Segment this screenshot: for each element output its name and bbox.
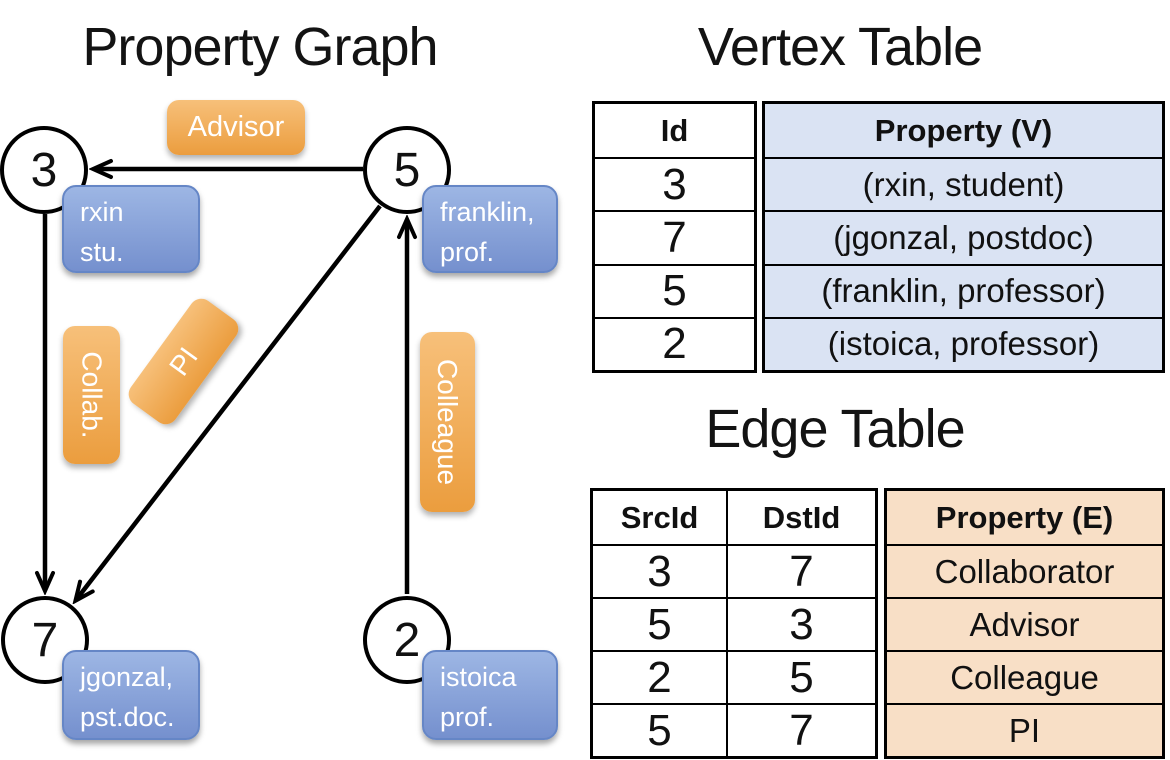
vertex-table-header-property: Property (V)	[874, 112, 1053, 148]
vertex-property-line1: rxin	[80, 197, 124, 227]
node-id-label: 2	[393, 613, 421, 667]
edge-label-text: Colleague	[432, 358, 464, 486]
edge-pi-5-to-7	[76, 204, 382, 600]
edge-table-id-columns: SrcId DstId 3 7 5 3 2 5 5 7	[590, 488, 878, 759]
vertex-property-line2: prof.	[440, 702, 495, 732]
edge-table-src-cell: 5	[593, 703, 726, 756]
edge-table-property-column: Property (E) Collaborator Advisor Collea…	[884, 488, 1165, 759]
vertex-property-line1: istoica	[440, 662, 517, 692]
vertex-table-property-column: Property (V) (rxin, student) (jgonzal, p…	[762, 101, 1165, 373]
graph-node-2: 2	[363, 596, 451, 684]
vertex-property-box-2: istoica prof.	[422, 650, 558, 740]
edge-table-header-property: Property (E)	[935, 499, 1114, 535]
vertex-property-line2: pst.doc.	[80, 702, 175, 732]
edge-label-text: PI	[162, 341, 204, 382]
edge-table-src-cell: 5	[593, 597, 726, 650]
vertex-table-property-cell: (rxin, student)	[765, 157, 1162, 210]
vertex-table-id-column: Id 3 7 5 2	[592, 101, 757, 373]
vertex-property-line2: prof.	[440, 237, 495, 267]
vertex-table-property-cell: (jgonzal, postdoc)	[765, 210, 1162, 263]
node-id-label: 5	[393, 143, 421, 197]
edge-table-property-cell: Collaborator	[887, 544, 1162, 597]
edge-label-advisor: Advisor	[167, 100, 305, 155]
edge-table-dst-cell: 7	[726, 703, 875, 756]
edge-table-dst-cell: 5	[726, 650, 875, 703]
vertex-table-id-cell: 5	[595, 263, 754, 317]
edge-table-title: Edge Table	[705, 399, 965, 459]
edge-table-property-cell: Colleague	[887, 650, 1162, 703]
edge-label-text: Advisor	[187, 111, 285, 143]
vertex-table-header-id: Id	[660, 112, 689, 148]
edge-label-collab: Collab.	[63, 326, 120, 464]
vertex-property-box-5: franklin, prof.	[422, 185, 558, 273]
vertex-property-line2: stu.	[80, 237, 124, 267]
edge-table-dst-cell: 3	[726, 597, 875, 650]
edge-table-header-dstid: DstId	[726, 491, 875, 544]
vertex-property-box-7: jgonzal, pst.doc.	[62, 650, 200, 740]
graph-node-5: 5	[363, 126, 451, 214]
edge-table-dst-cell: 7	[726, 544, 875, 597]
edge-table-property-cell: PI	[887, 703, 1162, 756]
property-graph-title: Property Graph	[82, 17, 438, 77]
vertex-table-id-cell: 7	[595, 210, 754, 263]
vertex-table-title: Vertex Table	[697, 17, 983, 77]
vertex-table-property-cell: (istoica, professor)	[765, 316, 1162, 370]
node-id-label: 7	[31, 613, 59, 667]
edge-table-property-cell: Advisor	[887, 597, 1162, 650]
edge-table-src-cell: 2	[593, 650, 726, 703]
edge-label-text: Collab.	[76, 351, 108, 439]
vertex-property-line1: franklin,	[440, 197, 535, 227]
vertex-property-line1: jgonzal,	[80, 662, 174, 692]
vertex-property-box-3: rxin stu.	[62, 185, 200, 273]
edge-table-src-cell: 3	[593, 544, 726, 597]
edge-label-colleague: Colleague	[420, 332, 475, 512]
graph-edges-svg	[0, 0, 580, 760]
edge-table-header-srcid: SrcId	[620, 499, 699, 535]
vertex-table-id-cell: 2	[595, 316, 754, 370]
vertex-table-id-cell: 3	[595, 157, 754, 210]
node-id-label: 3	[30, 143, 58, 197]
vertex-table-property-cell: (franklin, professor)	[765, 263, 1162, 317]
